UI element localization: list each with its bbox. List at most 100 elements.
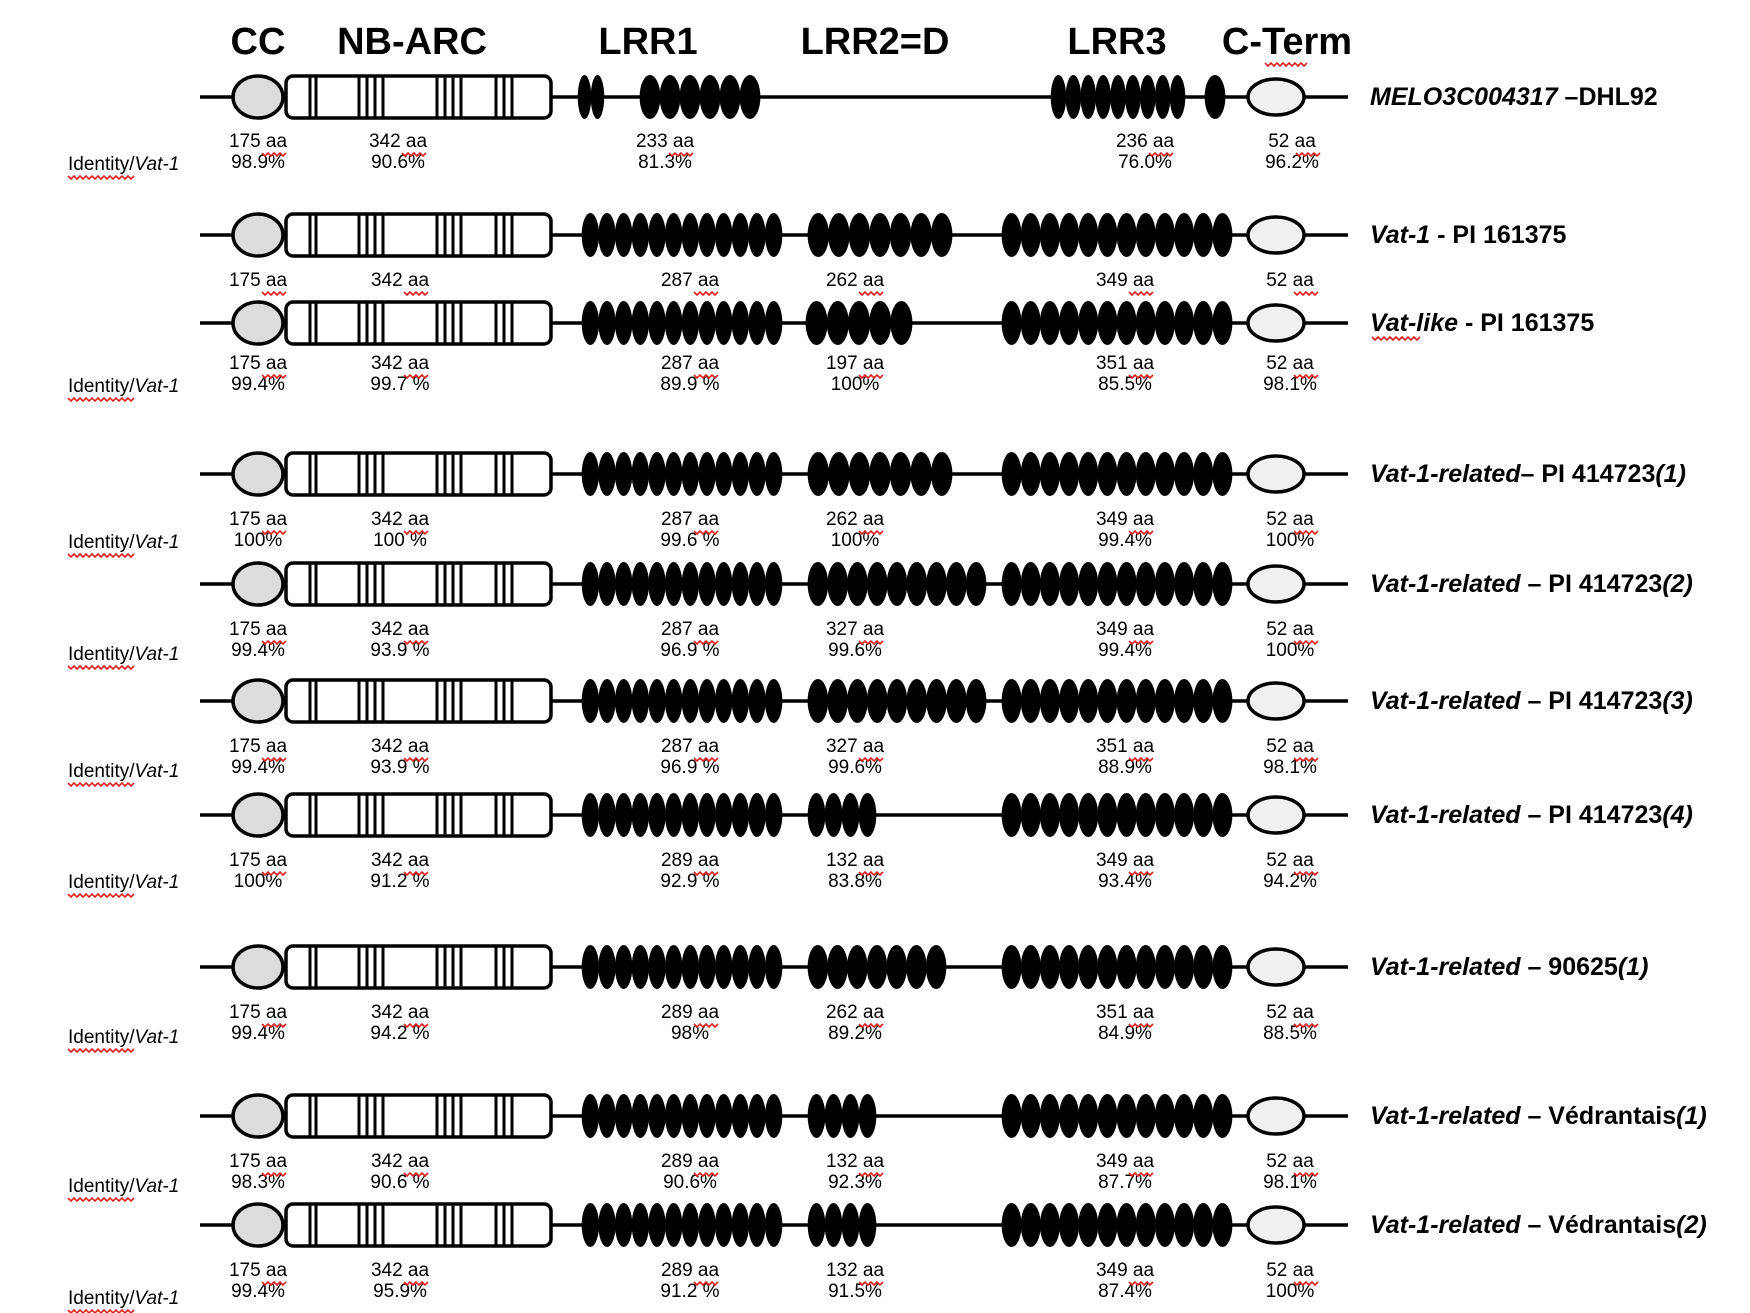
value-squiggle (403, 373, 429, 380)
aa-length: 289 aa (661, 1002, 720, 1023)
nb-arc-domain (284, 74, 553, 120)
lrr-repeat (1193, 562, 1214, 606)
protein-row: Vat-1-related – PI 414723(2)175 aa99.4%3… (67, 561, 1693, 671)
lrr-repeat (1097, 213, 1118, 257)
cc-domain (231, 1202, 285, 1248)
identity-label-prefix: Identity/ (68, 872, 135, 893)
identity-label: Identity/Vat-1 (68, 1027, 179, 1048)
lrr-repeat (731, 213, 749, 257)
aa-length: 132 aa (826, 1260, 885, 1281)
lrr-repeat (946, 679, 967, 723)
value-squiggle (1293, 373, 1319, 380)
nb-arc-domain (284, 1093, 553, 1139)
lrr1-domain (581, 1094, 783, 1138)
lrr-repeat (1116, 213, 1137, 257)
value-squiggle (1293, 290, 1319, 297)
lrr2-domain (807, 679, 987, 723)
header-cc: CC (231, 21, 286, 63)
value-lrr3: 349 aa (1096, 270, 1154, 297)
lrr-repeat (639, 75, 661, 119)
lrr-repeat (1154, 945, 1175, 989)
lrr-repeat (926, 562, 947, 606)
aa-length: 175 aa (229, 736, 288, 757)
lrr-repeat (848, 452, 871, 496)
cc-domain (231, 212, 285, 258)
identity-percent: 98.9% (231, 152, 285, 173)
lrr2-domain (807, 1094, 877, 1138)
lrr1-domain (581, 679, 783, 723)
lrr1-domain (581, 562, 783, 606)
value-squiggle (858, 756, 884, 763)
lrr-repeat (1078, 562, 1099, 606)
lrr-repeat (1169, 75, 1186, 119)
lrr-repeat (648, 452, 666, 496)
lrr-repeat (1020, 679, 1041, 723)
lrr1-domain (581, 793, 783, 837)
lrr-repeat (807, 1094, 826, 1138)
domain-graphic (200, 944, 1348, 990)
value-squiggle (1293, 870, 1319, 877)
aa-length: 289 aa (661, 1260, 720, 1281)
lrr-repeat (681, 1203, 699, 1247)
lrr-repeat (1039, 1203, 1060, 1247)
identity-percent: 100% (1266, 530, 1315, 551)
aa-length: 287 aa (661, 270, 720, 291)
aa-length: 175 aa (229, 619, 288, 640)
lrr-repeat (1039, 452, 1060, 496)
identity-percent: 90.6% (371, 152, 425, 173)
lrr-repeat (805, 301, 828, 345)
aa-length: 342 aa (371, 1151, 430, 1172)
lrr-repeat (1095, 75, 1111, 119)
lrr-repeat (1078, 1203, 1099, 1247)
value-squiggle (1293, 529, 1319, 536)
value-squiggle (693, 529, 719, 536)
lrr2-domain (807, 213, 953, 257)
lrr-repeat (1059, 793, 1080, 837)
lrr-repeat (765, 301, 783, 345)
lrr-repeat (679, 75, 701, 119)
protein-name-part: (1) (1618, 953, 1649, 981)
identity-percent: 93.9 % (370, 757, 429, 778)
lrr-repeat (648, 1094, 666, 1138)
lrr-repeat (731, 945, 749, 989)
value-squiggle (858, 1171, 884, 1178)
value-squiggle (1148, 151, 1174, 158)
identity-percent: 92.3% (828, 1172, 882, 1193)
aa-length: 342 aa (371, 1260, 430, 1281)
lrr-repeat (598, 679, 616, 723)
nb-arc-domain (284, 792, 553, 838)
lrr-repeat (665, 1094, 683, 1138)
lrr-repeat (841, 793, 860, 837)
value-squiggle (858, 1022, 884, 1029)
identity-percent: 100% (831, 374, 880, 395)
lrr-repeat (1135, 793, 1156, 837)
value-squiggle (403, 870, 429, 877)
value-squiggle (858, 529, 884, 536)
lrr-repeat (1193, 679, 1214, 723)
identity-label-squiggle (67, 396, 135, 403)
lrr-repeat (1212, 301, 1233, 345)
lrr-repeat (665, 452, 683, 496)
lrr-repeat (748, 562, 766, 606)
identity-label: Identity/Vat-1 (68, 154, 179, 175)
lrr-repeat (1097, 1094, 1118, 1138)
lrr-repeat (581, 679, 599, 723)
lrr-repeat (1154, 452, 1175, 496)
header-c-term: C-Term (1222, 21, 1352, 63)
value-squiggle (261, 1171, 287, 1178)
identity-percent: 99.4% (1098, 530, 1152, 551)
lrr-repeat (925, 945, 947, 989)
protein-name-part: – 90625 (1521, 953, 1618, 981)
identity-percent: 98.1% (1263, 757, 1317, 778)
identity-percent: 98.1% (1263, 1172, 1317, 1193)
lrr-repeat (1135, 301, 1156, 345)
lrr-repeat (1212, 793, 1233, 837)
protein-name: Vat-1-related – Védrantais(1) (1370, 1102, 1707, 1130)
